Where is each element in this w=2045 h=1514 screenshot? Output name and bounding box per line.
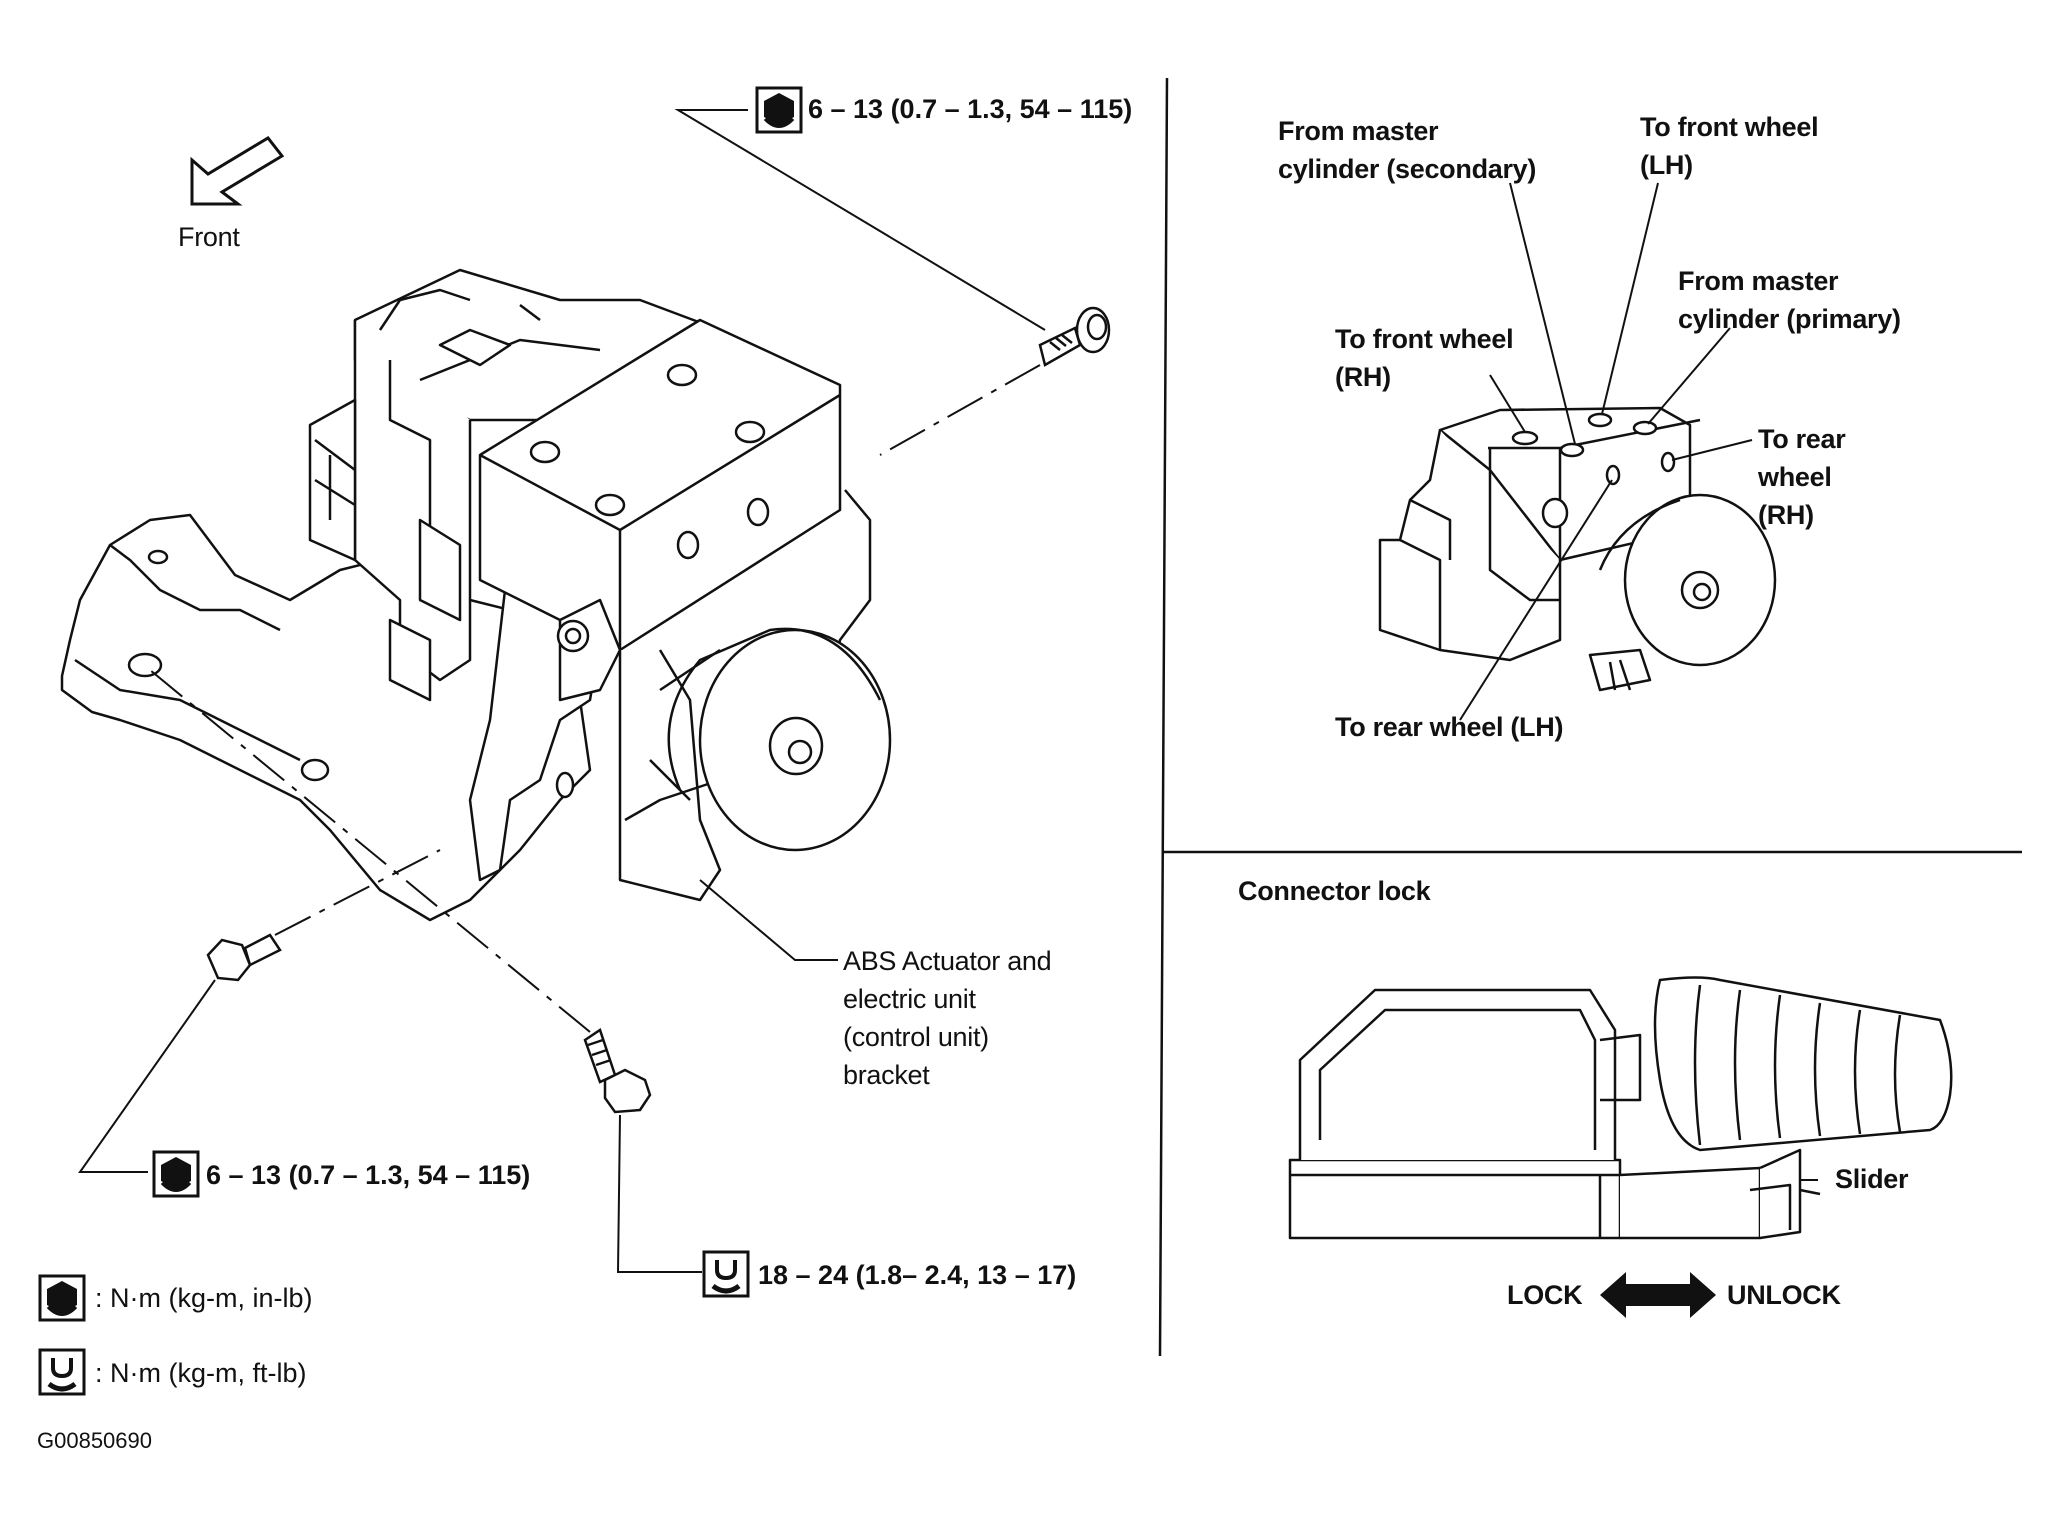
slider-label: Slider <box>1835 1164 1909 1194</box>
figure-id: G00850690 <box>37 1428 152 1453</box>
label-master-primary: From master cylinder (primary) <box>1678 266 1901 334</box>
bolt-top-icon <box>1038 306 1111 367</box>
abs-actuator-drawing <box>60 268 892 922</box>
torque-bottom-value: 18 – 24 (1.8– 2.4, 13 – 17) <box>758 1260 1077 1290</box>
label-front-rh: To front wheel (RH) <box>1335 324 1514 392</box>
front-arrow-icon <box>190 136 285 206</box>
torque-bottom-icon <box>704 1252 748 1296</box>
lock-label: LOCK <box>1507 1280 1583 1310</box>
legend-nm-in-lb: : N·m (kg-m, in-lb) <box>95 1283 313 1313</box>
lock-unlock-arrow-icon <box>1600 1272 1716 1318</box>
port-leader-lines <box>1459 182 1753 721</box>
bolt-bottom-icon <box>583 1028 652 1114</box>
torque-left-value: 6 – 13 (0.7 – 1.3, 54 – 115) <box>206 1160 531 1190</box>
connector-lock-title: Connector lock <box>1238 876 1431 906</box>
nm-wrench-icon <box>40 1276 84 1320</box>
connector-drawing <box>1288 976 1953 1240</box>
panel-dividers <box>1158 77 2022 1357</box>
label-rear-rh: To rear wheel (RH) <box>1758 424 1846 530</box>
bolt-left-icon <box>206 933 282 982</box>
label-front-lh: To front wheel (LH) <box>1640 112 1819 180</box>
torque-left-icon <box>154 1152 198 1196</box>
actuator-ports-drawing <box>1378 406 1777 692</box>
ft-wrench-icon <box>40 1350 84 1394</box>
label-master-secondary: From master cylinder (secondary) <box>1278 116 1537 184</box>
unlock-label: UNLOCK <box>1727 1280 1841 1310</box>
label-rear-lh: To rear wheel (LH) <box>1335 712 1564 742</box>
torque-top-value: 6 – 13 (0.7 – 1.3, 54 – 115) <box>808 94 1133 124</box>
front-label: Front <box>178 222 240 252</box>
leader-lines <box>78 109 1046 1273</box>
actuator-bracket-label: ABS Actuator and electric unit (control … <box>843 946 1052 1090</box>
torque-top-icon <box>757 88 801 132</box>
legend-nm-ft-lb: : N·m (kg-m, ft-lb) <box>95 1358 307 1388</box>
